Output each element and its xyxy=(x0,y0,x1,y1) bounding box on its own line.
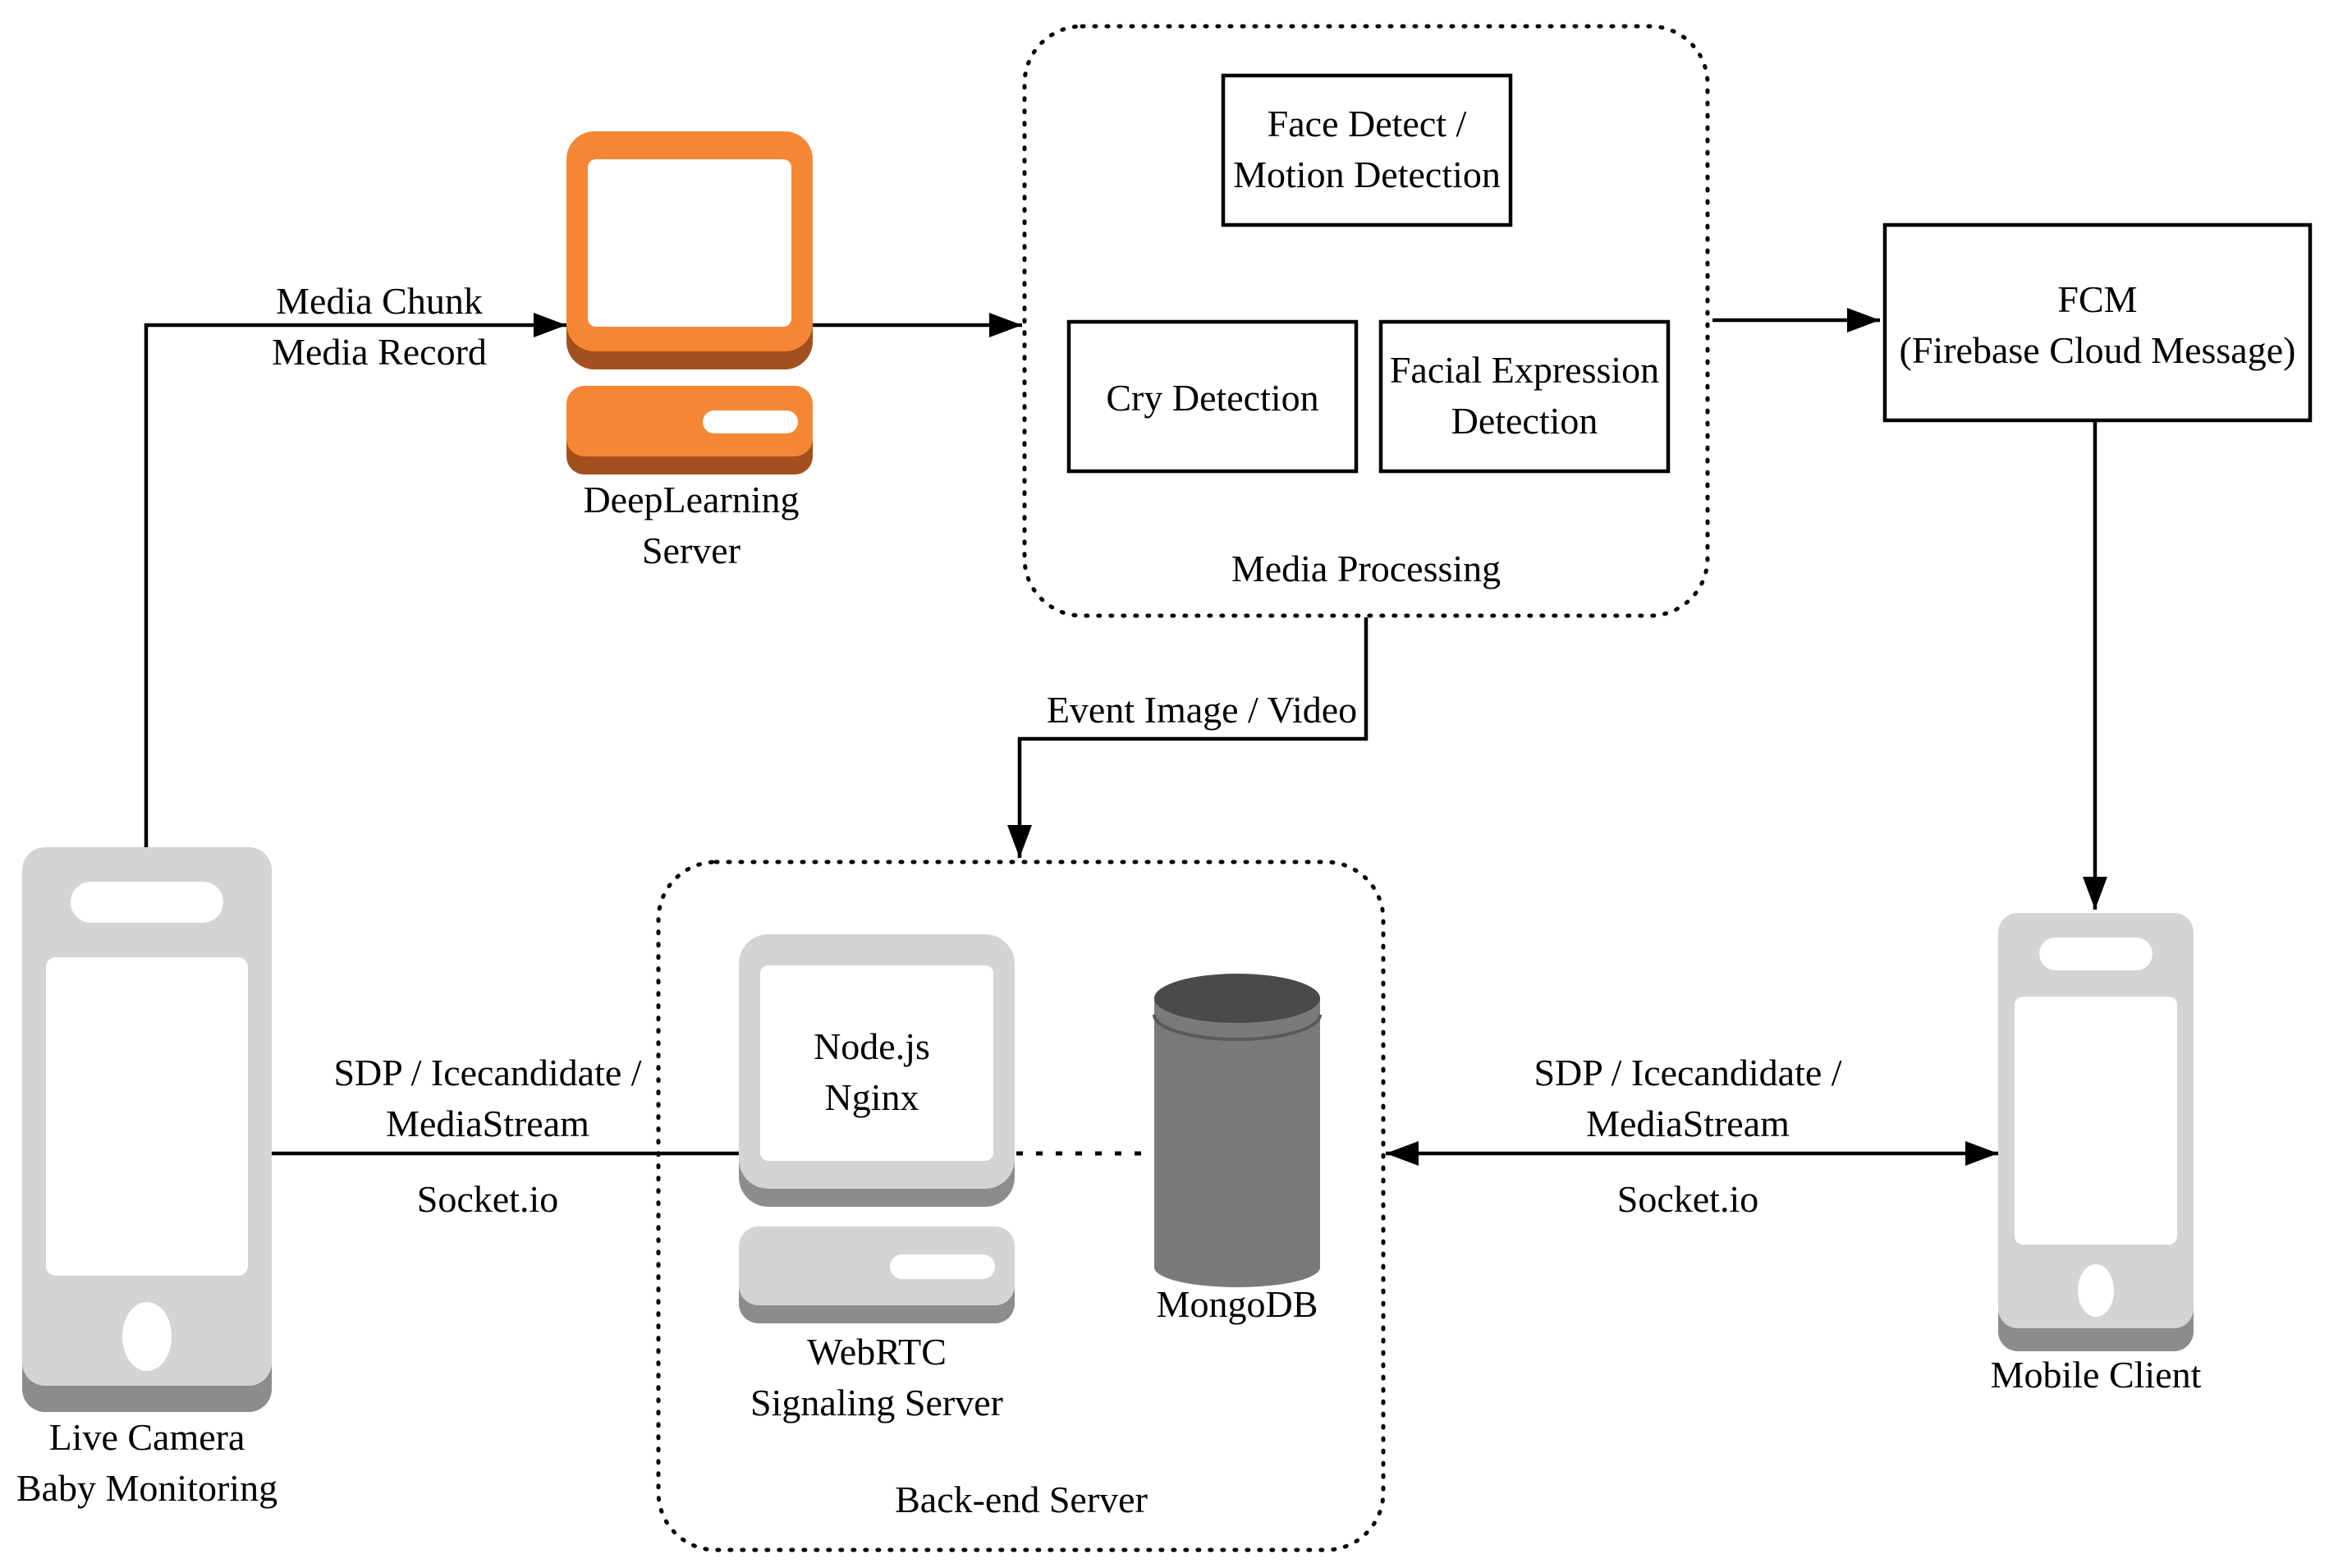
edge-label-left-sdp: SDP / Icecandidate / xyxy=(333,1052,641,1093)
edge-label-right-sdp: SDP / Icecandidate / xyxy=(1534,1052,1841,1093)
live-camera-device xyxy=(22,847,272,1412)
face-motion-label-1: Face Detect / xyxy=(1268,103,1467,144)
deeplearning-label-1: DeepLearning xyxy=(583,479,799,520)
edge-label-media-chunk: Media Chunk xyxy=(276,280,483,322)
edge-camera-to-dl xyxy=(144,313,566,847)
mongodb-icon xyxy=(1153,974,1322,1287)
webrtc-server-icon xyxy=(739,934,1015,1323)
webrtc-screen-label-2: Nginx xyxy=(825,1076,919,1118)
facial-expression-label-1: Facial Expression xyxy=(1390,349,1659,391)
webrtc-label-2: Signaling Server xyxy=(750,1382,1003,1424)
deeplearning-label-2: Server xyxy=(642,530,740,571)
cry-detection-label: Cry Detection xyxy=(1106,377,1318,419)
face-motion-label-2: Motion Detection xyxy=(1233,154,1501,195)
backend-server-label: Back-end Server xyxy=(895,1479,1148,1520)
mobile-client-device xyxy=(1998,913,2194,1351)
backend-server-group xyxy=(656,860,1386,1552)
fcm-box xyxy=(1882,222,2313,423)
fcm-label-2: (Firebase Cloud Message) xyxy=(1900,329,2296,371)
edge-label-left-mediastream: MediaStream xyxy=(386,1103,589,1144)
live-camera-label-2: Baby Monitoring xyxy=(16,1467,277,1509)
mongodb-label: MongoDB xyxy=(1157,1283,1318,1325)
cry-detection-box xyxy=(1066,319,1359,474)
edge-label-media-record: Media Record xyxy=(272,331,487,373)
facial-expression-label-2: Detection xyxy=(1451,400,1598,442)
webrtc-screen-label-1: Node.js xyxy=(814,1025,930,1067)
edge-label-right-mediastream: MediaStream xyxy=(1586,1103,1790,1144)
face-motion-box xyxy=(1221,73,1513,227)
edge-label-left-socketio: Socket.io xyxy=(417,1178,558,1220)
fcm-label-1: FCM xyxy=(2057,278,2137,320)
media-processing-label: Media Processing xyxy=(1231,548,1501,589)
media-processing-group xyxy=(1022,24,1710,618)
deeplearning-server-icon xyxy=(566,131,813,475)
webrtc-label-1: WebRTC xyxy=(807,1331,947,1373)
edge-label-event-image: Event Image / Video xyxy=(1047,689,1357,731)
live-camera-label-1: Live Camera xyxy=(49,1416,245,1458)
facial-expression-box xyxy=(1378,319,1671,474)
mobile-client-label: Mobile Client xyxy=(1991,1354,2202,1396)
edge-processing-to-backend xyxy=(1007,617,1369,858)
edge-label-right-socketio: Socket.io xyxy=(1617,1178,1758,1220)
